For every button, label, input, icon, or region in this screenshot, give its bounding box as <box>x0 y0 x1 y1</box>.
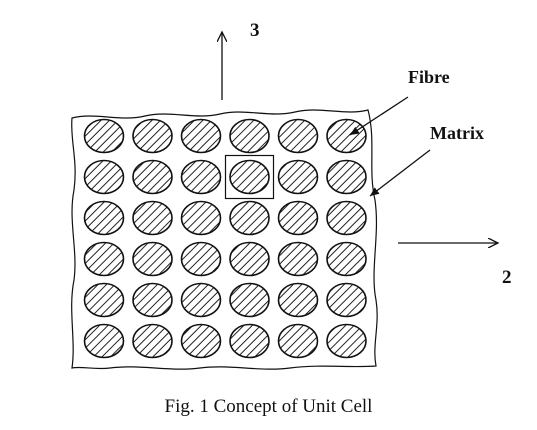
fibre <box>229 118 270 154</box>
fibre <box>277 118 319 154</box>
fibre <box>277 200 319 236</box>
matrix-boundary <box>71 109 378 370</box>
fibre <box>132 200 173 236</box>
matrix-leader-arrow <box>369 149 431 197</box>
fibre <box>326 118 367 154</box>
fibre <box>277 282 319 318</box>
fibre <box>229 159 270 195</box>
fibre <box>229 200 270 236</box>
fibre <box>132 282 173 318</box>
fibre <box>180 282 222 318</box>
fibre <box>326 200 367 236</box>
fibre <box>326 323 367 359</box>
fibre <box>83 282 125 318</box>
fibre <box>277 323 319 359</box>
axis-2-label: 2 <box>502 267 512 288</box>
fibre <box>180 200 222 236</box>
fibre <box>229 241 270 277</box>
fibre <box>229 323 270 359</box>
fibre <box>132 323 173 359</box>
fibre <box>132 118 173 154</box>
fibre-grid <box>83 118 367 359</box>
fibre <box>180 323 222 359</box>
unit-cell-box <box>224 154 275 200</box>
figure-caption: Fig. 1 Concept of Unit Cell <box>164 396 373 417</box>
fibre <box>180 118 222 154</box>
fibre-label: Fibre <box>408 67 450 87</box>
fibre <box>83 323 125 359</box>
axis-3-label: 3 <box>250 20 260 41</box>
fibre <box>326 241 367 277</box>
matrix-label: Matrix <box>430 123 484 143</box>
fibre <box>229 282 270 318</box>
fibre <box>132 159 173 195</box>
fibre <box>132 241 173 277</box>
fibre <box>326 282 367 318</box>
fibre <box>180 159 222 195</box>
fibre <box>180 241 222 277</box>
fibre <box>326 159 367 195</box>
fibre <box>277 241 319 277</box>
fibre-leader-arrow <box>349 96 409 136</box>
fibre <box>277 159 319 195</box>
fibre <box>83 200 125 236</box>
fibre <box>83 159 125 195</box>
fibre <box>83 118 125 154</box>
fibre <box>83 241 125 277</box>
